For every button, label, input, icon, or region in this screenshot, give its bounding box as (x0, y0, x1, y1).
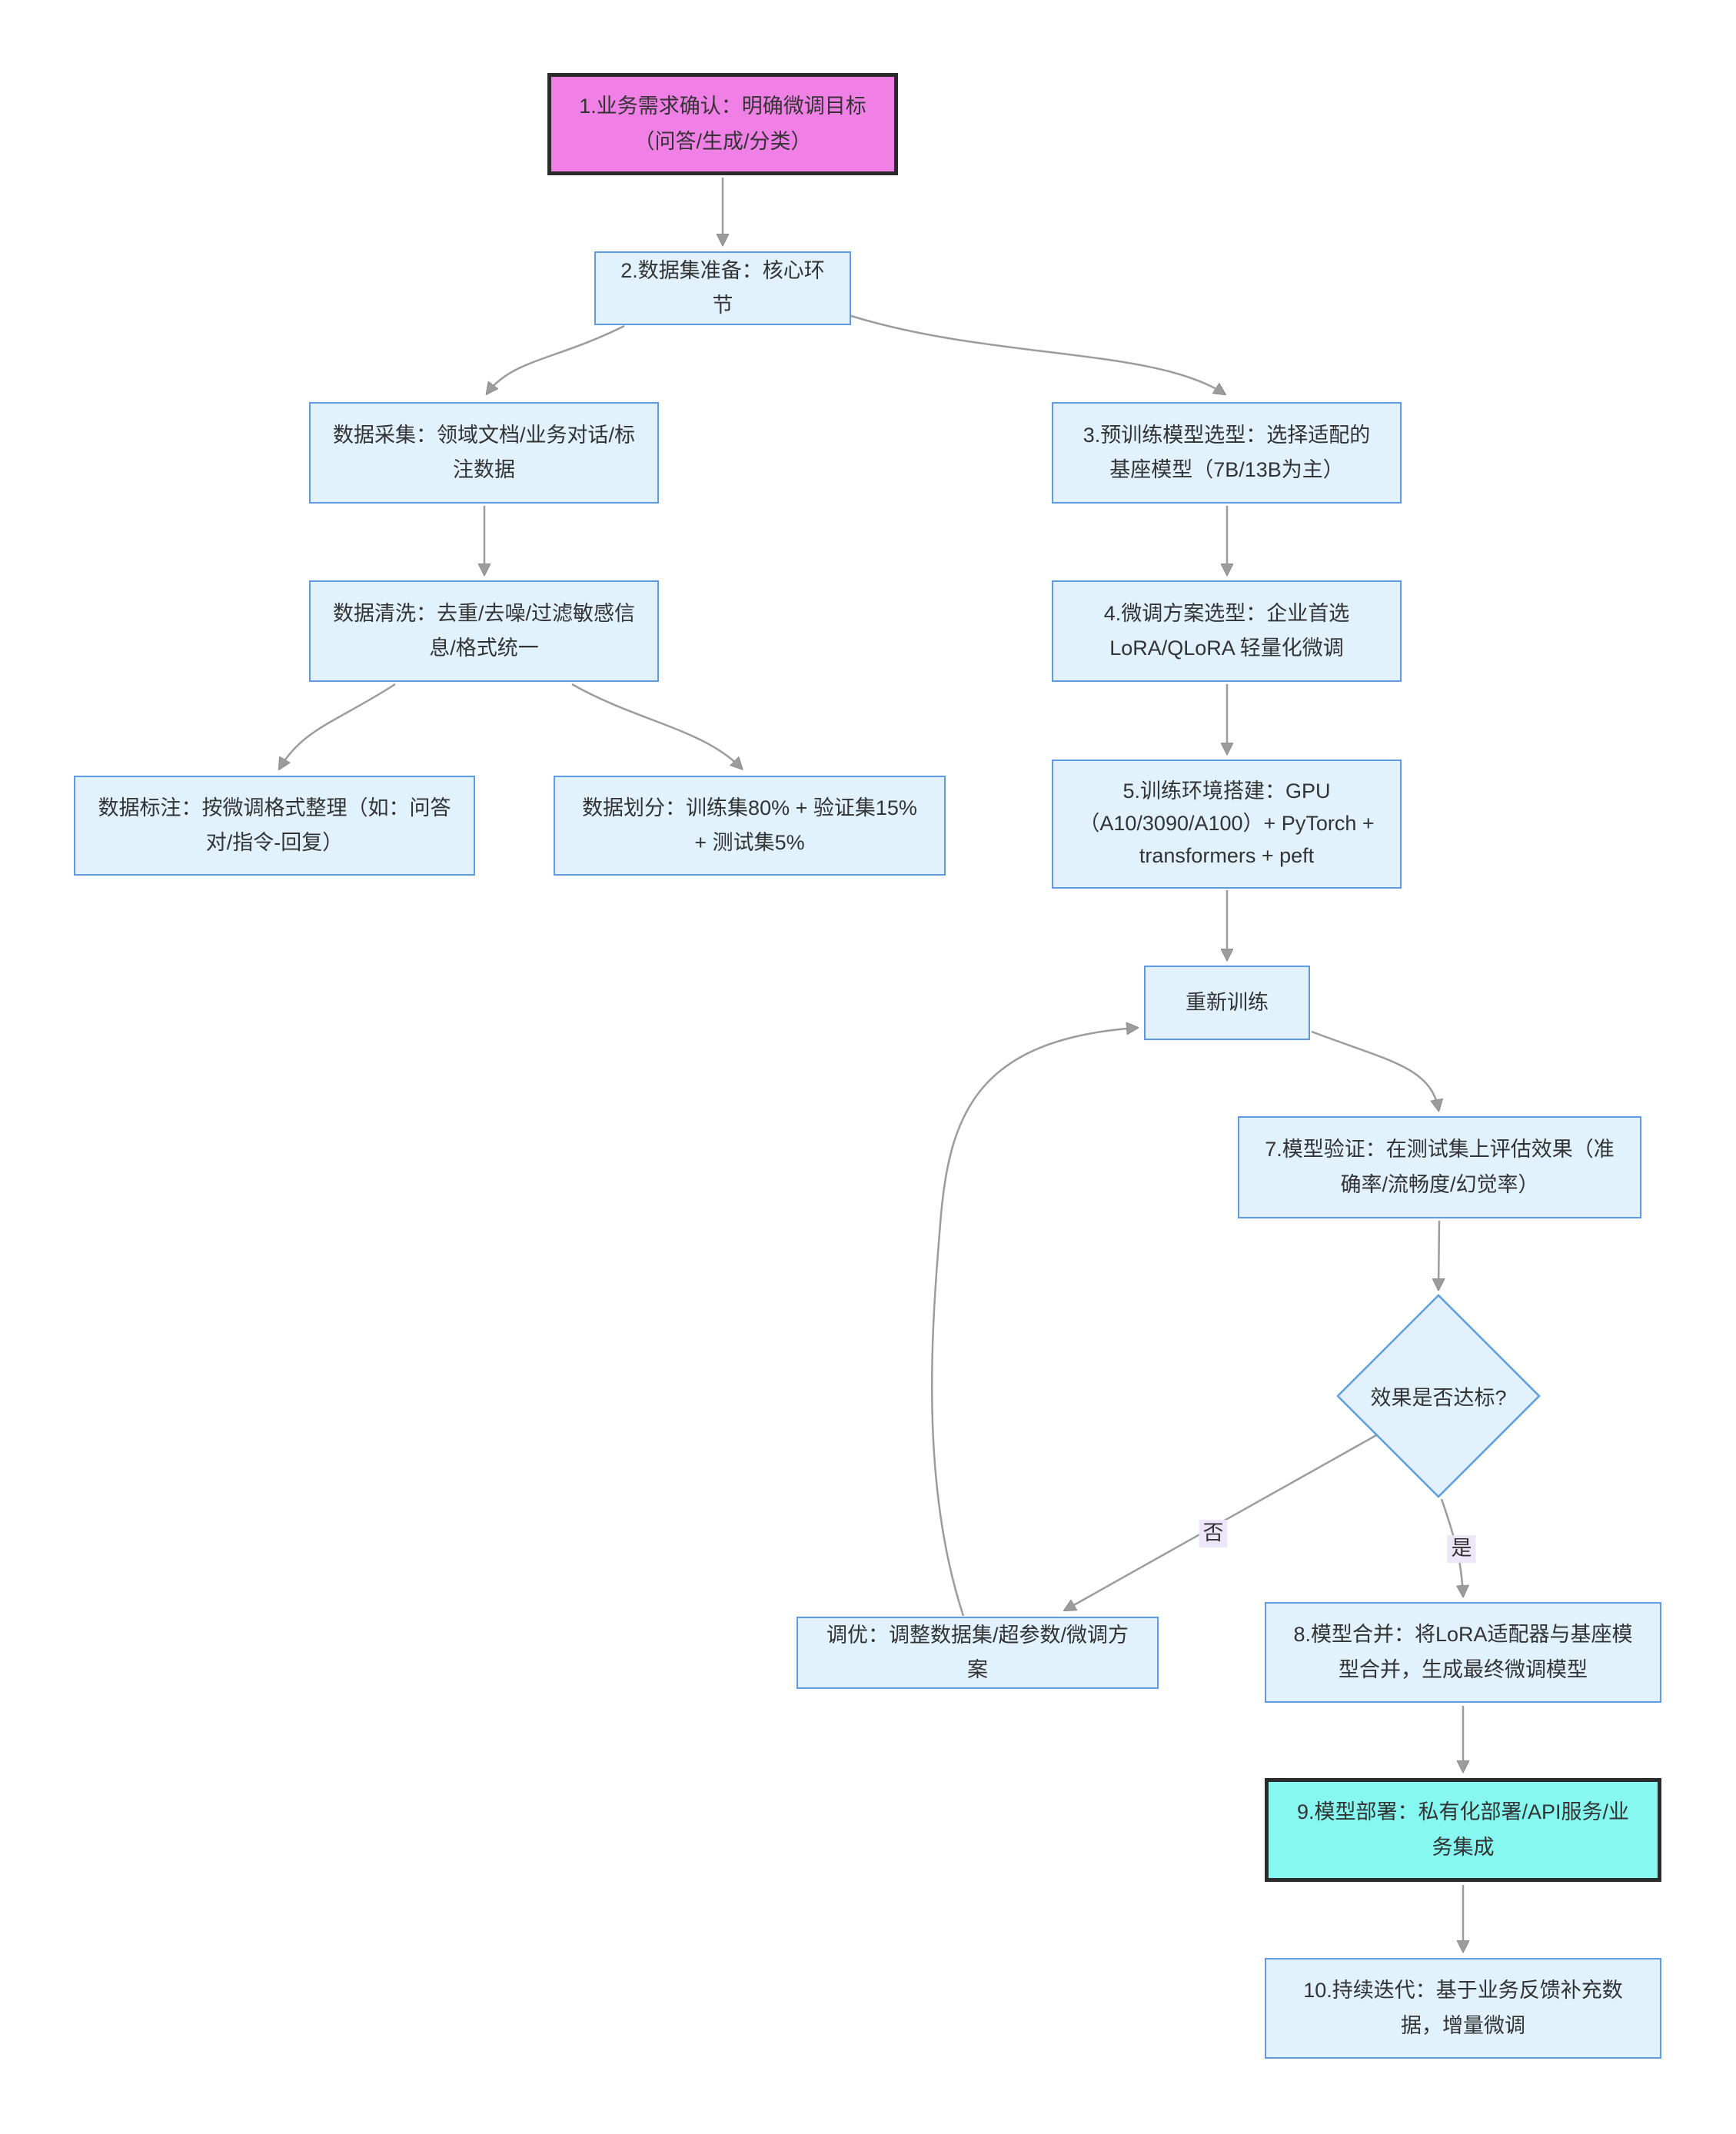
node-step7: 7.模型验证：在测试集上评估效果（准确率/流畅度/幻觉率） (1238, 1116, 1641, 1218)
node-data-annotate: 数据标注：按微调格式整理（如：问答对/指令-回复） (74, 776, 475, 876)
edge-step2-collect (487, 324, 625, 393)
node-step10: 10.持续迭代：基于业务反馈补充数据，增量微调 (1265, 1958, 1661, 2059)
edge-step7-decision (1438, 1220, 1439, 1288)
edge-retrain-step7 (1311, 1030, 1438, 1109)
node-data-split: 数据划分：训练集80% + 验证集15% + 测试集5% (554, 776, 946, 876)
node-step3: 3.预训练模型选型：选择适配的基座模型（7B/13B为主） (1052, 402, 1402, 504)
edge-label-no: 否 (1199, 1520, 1228, 1547)
node-decision-label: 效果是否达标? (1370, 1386, 1507, 1410)
node-data-clean: 数据清洗：去重/去噪/过滤敏感信息/格式统一 (309, 580, 659, 682)
node-step2: 2.数据集准备：核心环节 (594, 251, 851, 325)
edge-tune-retrain-loop (930, 1028, 1136, 1617)
node-step4: 4.微调方案选型：企业首选 LoRA/QLoRA 轻量化微调 (1052, 580, 1402, 682)
node-step1: 1.业务需求确认：明确微调目标（问答/生成/分类） (547, 73, 898, 175)
edge-clean-split (571, 683, 741, 768)
node-step8: 8.模型合并：将LoRA适配器与基座模型合并，生成最终微调模型 (1265, 1602, 1661, 1703)
node-retrain: 重新训练 (1144, 966, 1310, 1040)
node-step5: 5.训练环境搭建：GPU（A10/3090/A100）+ PyTorch + t… (1052, 760, 1402, 889)
edge-clean-annotate (280, 683, 396, 768)
decision-diamond-shape (1336, 1294, 1541, 1498)
node-tune: 调优：调整数据集/超参数/微调方案 (796, 1617, 1159, 1689)
node-step9: 9.模型部署：私有化部署/API服务/业务集成 (1265, 1778, 1661, 1882)
edge-label-yes: 是 (1447, 1535, 1476, 1563)
edge-step2-step3 (848, 314, 1224, 394)
node-data-collect: 数据采集：领域文档/业务对话/标注数据 (309, 402, 659, 504)
